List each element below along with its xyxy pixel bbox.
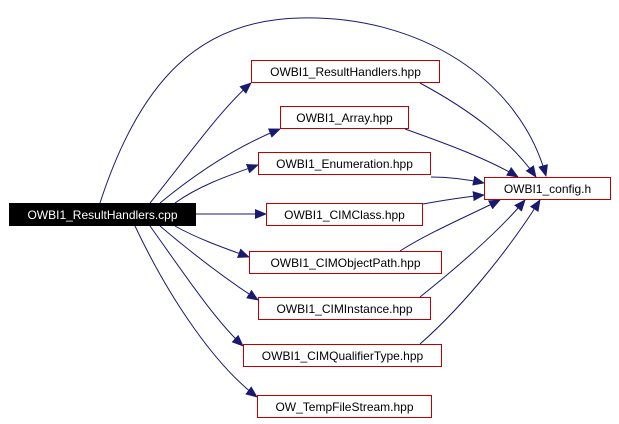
edge-root-to-resulthandlers (149, 82, 252, 204)
edge-resulthandlers-to-config (419, 82, 537, 178)
header-node-enumeration[interactable]: OWBI1_Enumeration.hpp (258, 152, 431, 175)
edge-root-to-array (159, 128, 281, 204)
edge-cimclass-to-config (422, 191, 485, 205)
header-node-cimclass[interactable]: OWBI1_CIMClass.hpp (266, 203, 423, 226)
edge-root-to-config (99, 17, 548, 204)
edge-cimobjectpath-to-config (399, 199, 501, 252)
edge-root-to-cimqualifier (149, 225, 244, 347)
edge-array-to-config (404, 128, 519, 178)
header-node-resulthandlers[interactable]: OWBI1_ResultHandlers.hpp (251, 60, 440, 83)
edge-ciminstance-to-config (419, 199, 526, 298)
edge-root-to-tempfilestream (134, 225, 258, 398)
header-node-tempfilestream[interactable]: OW_TempFileStream.hpp (257, 395, 432, 418)
header-node-cimqualifiertype[interactable]: OWBI1_CIMQualifierType.hpp (243, 344, 442, 367)
edge-root-to-ciminstance (159, 225, 259, 301)
edge-root-to-cimobjectpath (174, 225, 250, 258)
header-node-array[interactable]: OWBI1_Array.hpp (280, 106, 409, 129)
target-file-node[interactable]: OWBI1_config.h (484, 177, 611, 200)
header-node-ciminstance[interactable]: OWBI1_CIMInstance.hpp (258, 297, 431, 320)
edge-root-to-enumeration (174, 163, 259, 204)
edge-cimqualifier-to-config (419, 199, 541, 345)
root-file-node: OWBI1_ResultHandlers.cpp (9, 203, 196, 226)
header-node-cimobjectpath[interactable]: OWBI1_CIMObjectPath.hpp (249, 251, 442, 274)
edge-enumeration-to-config (430, 175, 485, 186)
